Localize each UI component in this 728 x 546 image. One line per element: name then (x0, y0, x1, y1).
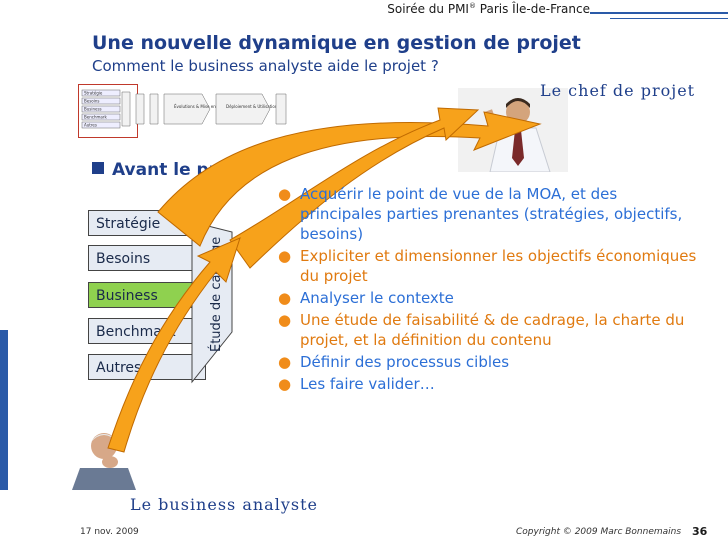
header-line-thin (610, 18, 728, 19)
bullet-dot-icon: ● (278, 311, 292, 329)
bullet-dot-icon: ● (278, 185, 292, 203)
arrow-to-chef-icon (157, 111, 542, 247)
box-benchmark: Benchmark (88, 318, 206, 344)
arrow-from-ba-icon (229, 107, 480, 269)
left-accent-bar (0, 330, 8, 490)
thumb-step-label: Déploiement & Utilisation (226, 104, 278, 109)
bullet-item: ●Analyser le contexte (278, 289, 454, 307)
bullet-dot-icon: ● (278, 247, 292, 265)
footer-copyright: Copyright © 2009 Marc Bonnemains (516, 527, 682, 537)
bullet-item: ●Une étude de faisabilité & de cadrage, … (278, 311, 685, 349)
thumb-row-label: Besoins (84, 99, 99, 104)
arrow-ba-to-boxes-icon (107, 237, 241, 453)
page-number: 36 (692, 525, 708, 538)
slide-subtitle: Comment le business analyste aide le pro… (92, 57, 439, 75)
box-besoins: Besoins (88, 245, 206, 271)
footer-date: 17 nov. 2009 (80, 527, 139, 537)
bullet-item: ●Définir des processus cibles (278, 353, 510, 371)
bullet-item: ●Acquérir le point de vue de la MOA, et … (278, 185, 683, 243)
slide-title: Une nouvelle dynamique en gestion de pro… (92, 32, 581, 54)
thumb-step-label: Évolutions & Mise en œuvre (174, 104, 231, 109)
bullet-item: ●Expliciter et dimensionner les objectif… (278, 247, 697, 285)
thumb-row-label: Business (84, 107, 102, 112)
process-thumbnail: Stratégie Besoins Business Benchmark Aut… (81, 89, 287, 129)
header-text: Soirée du PMI® Paris Île-de-France (387, 2, 590, 16)
bullet-list: ●Acquérir le point de vue de la MOA, et … (278, 184, 698, 396)
bullet-dot-icon: ● (278, 289, 292, 307)
bullet-dot-icon: ● (278, 353, 292, 371)
header-line (590, 12, 728, 14)
square-bullet-icon (92, 162, 104, 174)
bullet-item: ●Les faire valider… (278, 375, 435, 393)
bullet-dot-icon: ● (278, 375, 292, 393)
business-analyste-label: Le business analyste (130, 495, 318, 514)
thumb-row-label: Stratégie (84, 91, 103, 96)
thumb-row-label: Benchmark (84, 115, 107, 120)
chef-de-projet-label: Le chef de projet (540, 81, 696, 100)
thumb-row-label: Autres (84, 123, 97, 128)
